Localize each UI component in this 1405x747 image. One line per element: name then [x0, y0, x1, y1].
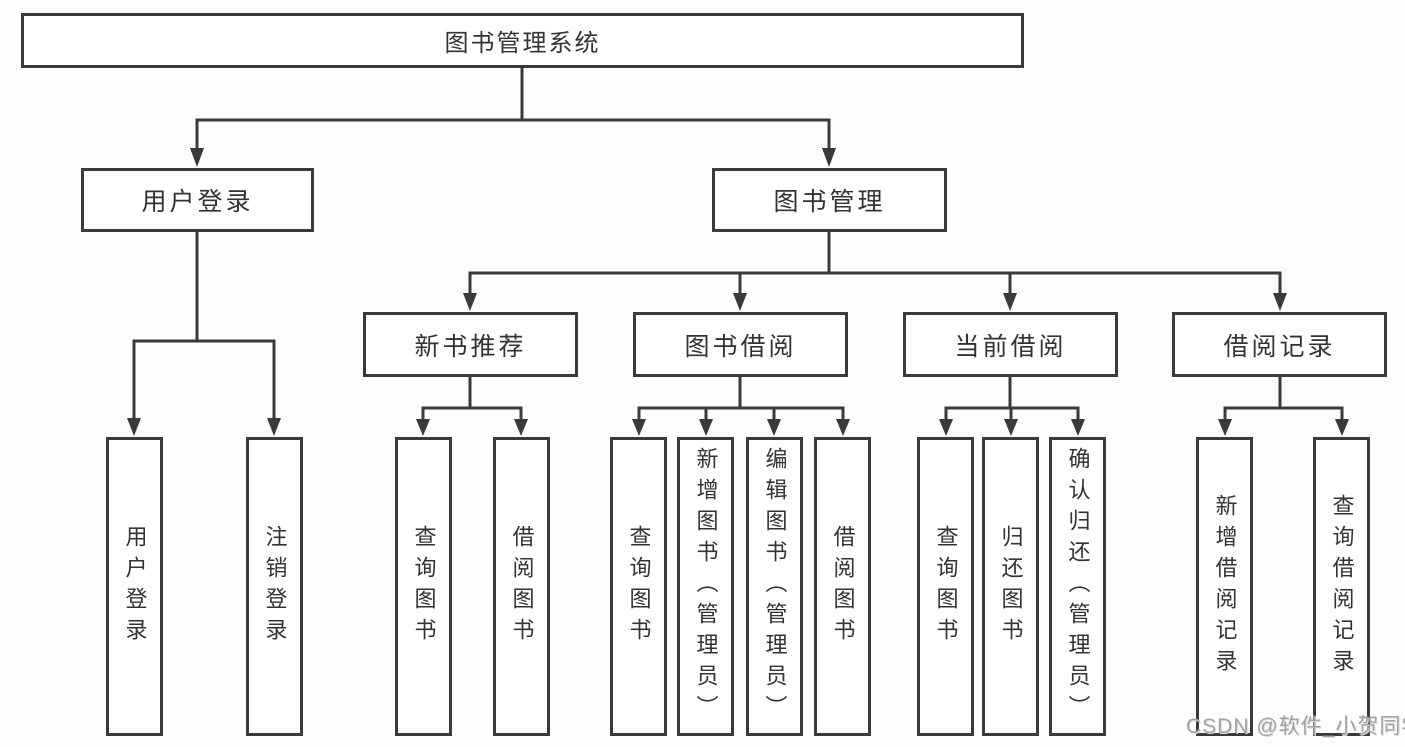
leaf-query-books-current-label: 查询图书: [933, 524, 959, 649]
leaf-edit-book-admin-label: 编辑图书（管理员）: [762, 447, 788, 726]
leaf-return-book-label: 归还图书: [998, 524, 1024, 649]
leaf-borrow-books-borrowing: 借阅图书: [814, 437, 871, 736]
node-borrowing-records-label: 借阅记录: [1223, 332, 1336, 361]
leaf-confirm-return-admin: 确认归还（管理员）: [1049, 437, 1106, 736]
node-user-login: 用户登录: [81, 168, 314, 232]
leaf-query-books-recommend-label: 查询图书: [411, 524, 437, 649]
leaf-query-books-borrowing: 查询图书: [610, 437, 667, 736]
node-current-borrowing-label: 当前借阅: [954, 332, 1067, 361]
leaf-return-book: 归还图书: [982, 437, 1039, 736]
node-borrowing-records: 借阅记录: [1172, 312, 1387, 377]
leaf-borrow-books-recommend: 借阅图书: [493, 437, 550, 736]
leaf-logout: 注销登录: [246, 437, 303, 736]
leaf-user-login: 用户登录: [106, 437, 163, 736]
leaf-query-books-borrowing-label: 查询图书: [626, 524, 652, 649]
leaf-query-books-current: 查询图书: [917, 437, 974, 736]
node-book-borrowing: 图书借阅: [633, 312, 848, 377]
node-library-system: 图书管理系统: [21, 13, 1024, 68]
leaf-confirm-return-admin-label: 确认归还（管理员）: [1065, 447, 1091, 726]
leaf-query-borrow-record: 查询借阅记录: [1313, 437, 1370, 736]
node-current-borrowing: 当前借阅: [903, 312, 1118, 377]
leaf-add-book-admin: 新增图书（管理员）: [677, 437, 734, 736]
leaf-user-login-label: 用户登录: [122, 524, 148, 649]
node-book-management-label: 图书管理: [773, 188, 886, 216]
leaf-query-borrow-record-label: 查询借阅记录: [1329, 493, 1355, 680]
node-book-borrowing-label: 图书借阅: [684, 332, 797, 361]
watermark: CSDN @软件_小贺同学: [1186, 715, 1405, 738]
leaf-logout-label: 注销登录: [262, 524, 288, 649]
leaf-borrow-books-recommend-label: 借阅图书: [509, 524, 535, 649]
node-new-book-recommendation-label: 新书推荐: [414, 332, 527, 361]
leaf-edit-book-admin: 编辑图书（管理员）: [746, 437, 803, 736]
leaf-add-borrow-record: 新增借阅记录: [1196, 437, 1253, 736]
node-book-management: 图书管理: [712, 168, 947, 232]
leaf-add-book-admin-label: 新增图书（管理员）: [693, 447, 719, 726]
leaf-add-borrow-record-label: 新增借阅记录: [1212, 493, 1238, 680]
node-user-login-label: 用户登录: [141, 188, 254, 216]
node-library-system-label: 图书管理系统: [444, 30, 601, 57]
leaf-borrow-books-borrowing-label: 借阅图书: [830, 524, 856, 649]
leaf-query-books-recommend: 查询图书: [395, 437, 452, 736]
node-new-book-recommendation: 新书推荐: [363, 312, 578, 377]
